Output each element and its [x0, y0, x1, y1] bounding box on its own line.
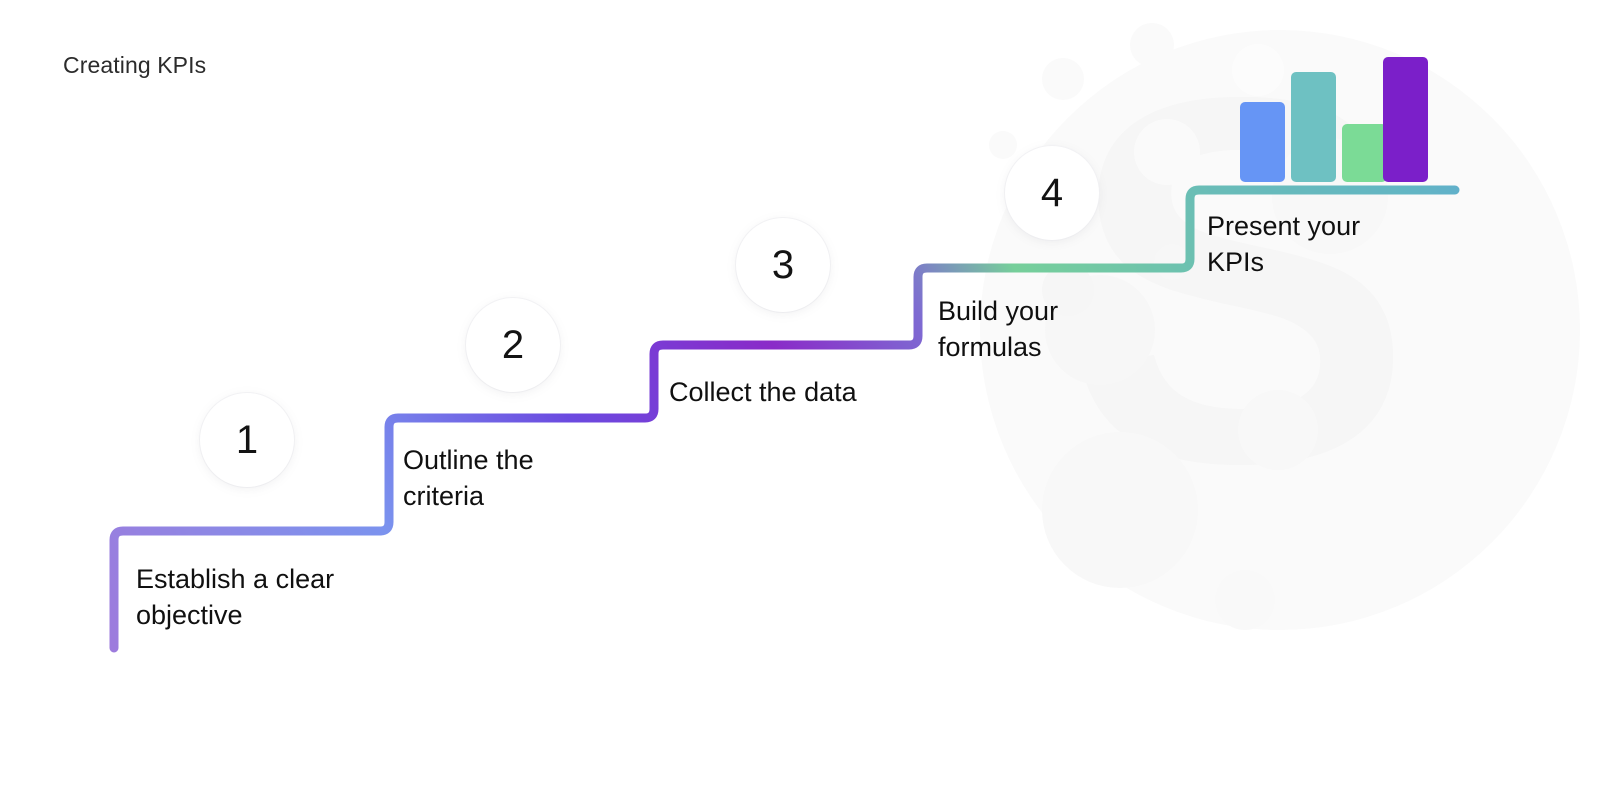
step-number: 3 [771, 243, 795, 287]
step-marker-2[interactable]: 2 [466, 298, 560, 392]
step-label-1: Establish a clear objective [136, 564, 335, 630]
watermark-bubble [1104, 98, 1128, 122]
watermark-bubble [1134, 119, 1200, 185]
step-marker-3[interactable]: 3 [736, 218, 830, 312]
step-number: 2 [501, 323, 525, 367]
bar-2 [1291, 72, 1336, 182]
step-number: 4 [1040, 171, 1064, 215]
watermark-bubble [1042, 432, 1198, 588]
bar-chart [1240, 45, 1440, 182]
watermark-bubble [1045, 275, 1155, 385]
step-number: 1 [235, 418, 259, 462]
watermark-bubble [1130, 23, 1174, 67]
watermark-bubble [1154, 244, 1190, 280]
bar-1 [1240, 102, 1285, 182]
page-title: Creating KPIs [63, 52, 207, 78]
step-label-3: Collect the data [669, 377, 857, 407]
step-label-4: Build your formulas [938, 296, 1059, 362]
watermark-bubble [1215, 570, 1275, 630]
watermark-bubble [1195, 51, 1229, 85]
step-label-5: Present your KPIs [1207, 211, 1361, 277]
bar-3 [1342, 124, 1387, 182]
watermark-bubble [989, 131, 1017, 159]
bar-4 [1383, 57, 1428, 182]
watermark-bubble [1238, 390, 1318, 470]
step-marker-1[interactable]: 1 [200, 393, 294, 487]
watermark-bubble [1042, 58, 1084, 100]
step-label-2: Outline the criteria [403, 445, 534, 511]
step-marker-4[interactable]: 4 [1005, 146, 1099, 240]
